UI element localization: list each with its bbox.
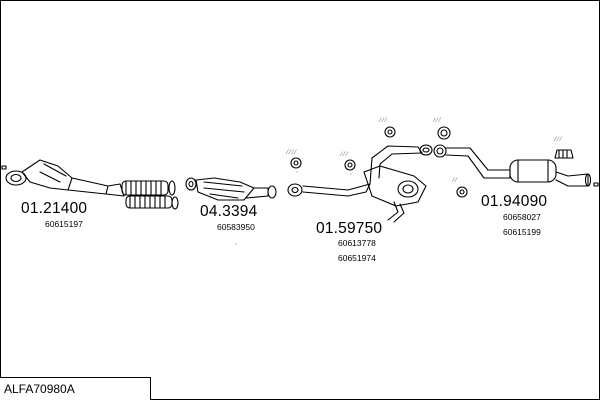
oe-number: 60651974 <box>338 253 376 263</box>
edge-marker-left <box>1 165 7 170</box>
middle-silencer-part <box>287 145 427 223</box>
catalytic-converter-part <box>185 177 277 201</box>
part-code: 01.59750 <box>316 220 383 237</box>
oe-number: 60615199 <box>503 227 541 237</box>
gasket-rings <box>290 126 574 198</box>
front-pipe-part <box>5 159 179 210</box>
gasket-tag: ⁄ ⁄ ⁄ ⁄ <box>287 150 297 156</box>
part-code: 01.94090 <box>481 193 548 210</box>
part-code: 04.3394 <box>200 203 258 220</box>
gasket-tag: ⁄ ⁄ ⁄ <box>434 118 441 124</box>
title-box: ALFA70980A <box>0 377 151 400</box>
gasket-tag: ⁄ ⁄ ⁄ <box>555 137 562 143</box>
oe-number: 60658027 <box>503 212 541 222</box>
gasket-tag: ⁄ ⁄ ⁄ <box>341 152 348 158</box>
rear-silencer-part <box>433 144 592 187</box>
oe-number: 60613778 <box>338 238 376 248</box>
gasket-tag: ⁄ ⁄ <box>453 178 457 184</box>
oe-number: 60583950 <box>217 222 255 232</box>
oe-number: 60615197 <box>45 219 83 229</box>
edge-marker-right <box>593 182 599 187</box>
gasket-tag: ⁄ ⁄ ⁄ <box>380 118 387 124</box>
diagram-title: ALFA70980A <box>4 382 75 396</box>
part-code: 01.21400 <box>21 200 88 217</box>
